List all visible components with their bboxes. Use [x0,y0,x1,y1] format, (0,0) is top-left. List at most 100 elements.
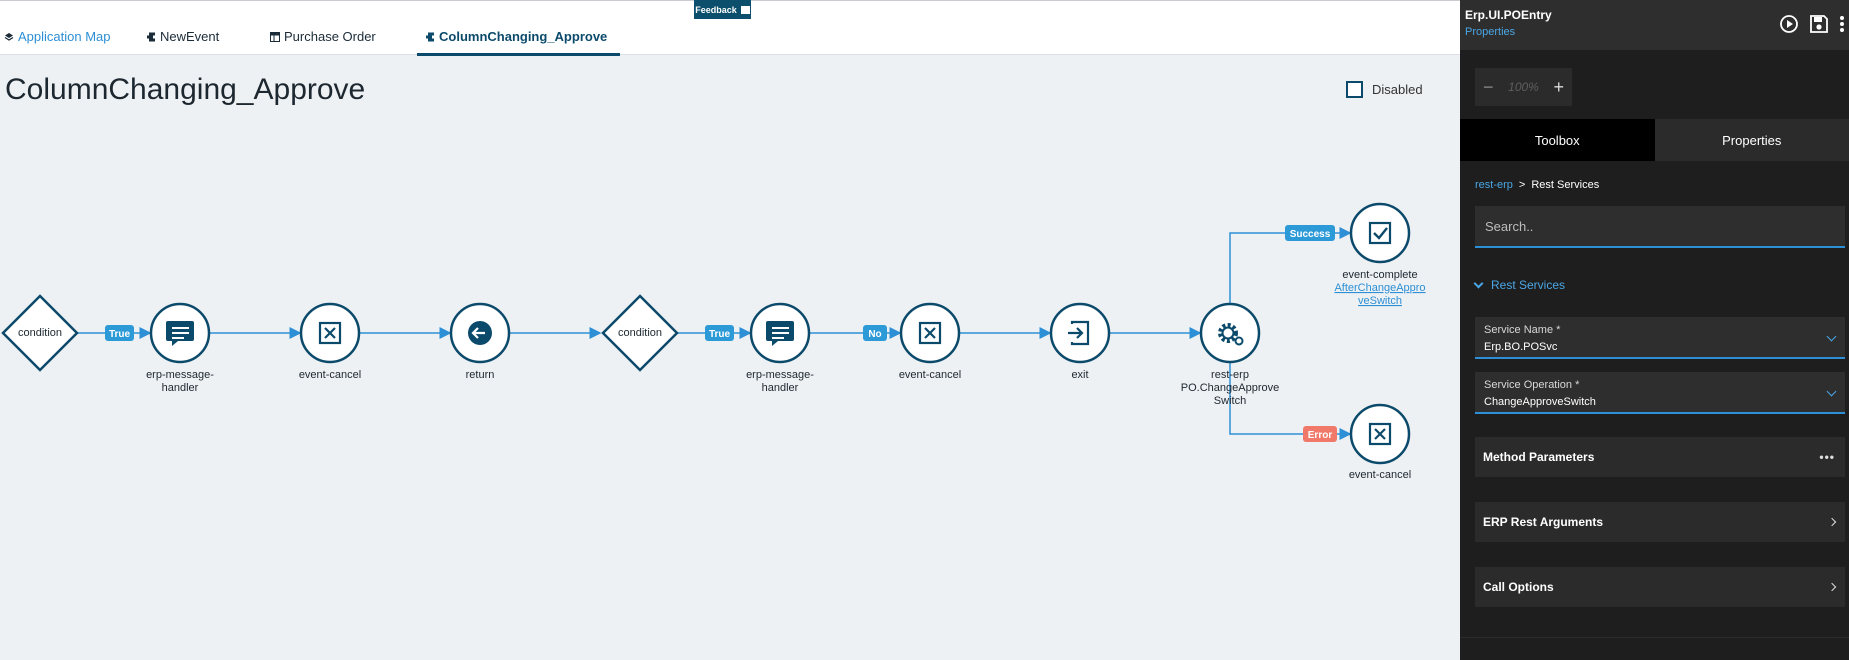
breadcrumb: rest-erp > Rest Services [1475,179,1599,191]
save-icon[interactable] [1809,14,1829,34]
erp-message-handler-node-2[interactable]: erp-message- handler [746,302,814,394]
erp-rest-arguments-label: ERP Rest Arguments [1483,515,1604,529]
svg-text:return: return [466,369,495,381]
service-name-label: Service Name * [1484,324,1561,336]
event-cancel-node-1[interactable]: event-cancel [299,302,361,381]
zoom-control: − 100% + [1475,68,1572,106]
badge-no: No [863,325,887,341]
svg-text:Success: Success [1290,229,1331,240]
flag-icon [740,5,750,14]
service-name-value: Erp.BO.POSvc [1484,341,1558,353]
svg-text:erp-message-: erp-message- [146,369,214,381]
disabled-toggle[interactable]: Disabled [1346,81,1423,98]
panel-header: Erp.UI.POEntry Properties [1460,0,1849,50]
svg-text:exit: exit [1071,369,1088,381]
cancel-icon [318,321,342,345]
panel-tabs: Toolbox Properties [1460,119,1849,161]
tab-toolbox[interactable]: Toolbox [1460,119,1655,161]
tab-purchase-order-label: Purchase Order [284,29,376,44]
exit-icon [1068,320,1090,346]
complete-link-cont[interactable]: veSwitch [1358,295,1402,307]
breadcrumb-current: Rest Services [1531,179,1600,191]
panel-actions [1779,14,1845,34]
rest-services-section-header[interactable]: Rest Services [1473,278,1566,292]
feedback-button[interactable]: Feedback [694,0,751,19]
chevron-down-icon [1826,386,1837,397]
svg-text:No: No [868,329,881,340]
zoom-in-button[interactable]: + [1553,76,1564,97]
play-icon[interactable] [1779,14,1799,34]
svg-text:Switch: Switch [1214,395,1246,407]
disabled-label: Disabled [1372,82,1423,97]
badge-true-1: True [105,325,134,341]
right-panel: Erp.UI.POEntry Properties − 100% + Toolb… [1460,0,1849,660]
svg-text:PO.ChangeApprove: PO.ChangeApprove [1181,382,1279,394]
rest-erp-node[interactable]: rest-erp PO.ChangeApprove Switch [1181,302,1279,407]
breadcrumb-link[interactable]: rest-erp [1475,179,1513,191]
tab-columnchanging-approve[interactable]: ColumnChanging_Approve [425,29,607,44]
tab-properties[interactable]: Properties [1654,119,1849,161]
chevron-down-icon [1826,331,1837,342]
layers-icon [4,32,14,41]
chevron-right-icon [1827,582,1837,592]
exit-node[interactable]: exit [1049,302,1111,381]
toolbox-search-input[interactable] [1475,206,1845,248]
svg-text:event-complete: event-complete [1342,269,1417,281]
tab-columnchanging-approve-label: ColumnChanging_Approve [439,29,608,44]
event-icon [147,32,155,41]
condition-node-2[interactable]: condition [601,294,679,372]
svg-text:erp-message-: erp-message- [746,369,814,381]
breadcrumb-separator: > [1518,179,1526,191]
badge-success: Success [1285,225,1335,241]
grid-icon [270,31,280,42]
tab-purchase-order[interactable]: Purchase Order [270,29,376,44]
service-operation-value: ChangeApproveSwitch [1484,396,1596,408]
service-operation-select[interactable]: Service Operation * ChangeApproveSwitch [1475,372,1845,414]
more-horizontal-icon[interactable]: ••• [1819,450,1835,464]
active-tab-indicator [417,53,620,56]
call-options-label: Call Options [1483,580,1554,594]
disabled-checkbox[interactable] [1346,81,1363,98]
feedback-label: Feedback [695,4,737,15]
badge-error: Error [1303,426,1337,442]
panel-title: Erp.UI.POEntry [1465,8,1552,22]
svg-text:handler: handler [762,382,799,394]
section-title: Rest Services [1491,278,1566,292]
event-cancel-node-3[interactable]: event-cancel [1349,403,1411,481]
tab-newevent-label: NewEvent [160,29,220,44]
svg-text:event-cancel: event-cancel [299,369,361,381]
tab-application-map-label: Application Map [18,29,111,44]
svg-text:True: True [709,329,731,340]
message-icon [766,321,794,346]
tab-newevent[interactable]: NewEvent [146,29,219,44]
svg-text:event-cancel: event-cancel [899,369,961,381]
svg-text:condition: condition [18,327,62,339]
tab-application-map[interactable]: Application Map [4,29,111,44]
page-title: ColumnChanging_Approve [5,73,366,106]
service-name-select[interactable]: Service Name * Erp.BO.POSvc [1475,317,1845,359]
badge-true-2: True [705,325,734,341]
erp-message-handler-node-1[interactable]: erp-message- handler [146,302,214,394]
method-parameters-accordion[interactable]: Method Parameters ••• [1475,437,1845,477]
return-arrow-icon [468,321,492,345]
method-parameters-label: Method Parameters [1483,450,1595,464]
condition-node-1[interactable]: condition [1,294,79,372]
zoom-value: 100% [1508,80,1539,94]
svg-text:rest-erp: rest-erp [1211,369,1249,381]
svg-text:event-cancel: event-cancel [1349,469,1411,481]
cancel-icon [918,321,942,345]
call-options-accordion[interactable]: Call Options [1475,567,1845,607]
flow-diagram: True True No Success Error condition [1,202,1426,481]
panel-subtitle-link[interactable]: Properties [1465,26,1516,38]
event-complete-node[interactable]: event-complete AfterChangeAppro veSwitch [1334,202,1426,307]
event-cancel-node-2[interactable]: event-cancel [899,302,961,381]
zoom-out-button[interactable]: − [1483,76,1494,97]
return-node[interactable]: return [449,302,511,381]
svg-text:condition: condition [618,327,662,339]
more-vertical-icon[interactable] [1839,14,1845,34]
message-icon [166,321,194,346]
complete-link[interactable]: AfterChangeAppro [1334,282,1425,294]
event-icon [426,32,434,41]
erp-rest-arguments-accordion[interactable]: ERP Rest Arguments [1475,502,1845,542]
svg-text:handler: handler [162,382,199,394]
